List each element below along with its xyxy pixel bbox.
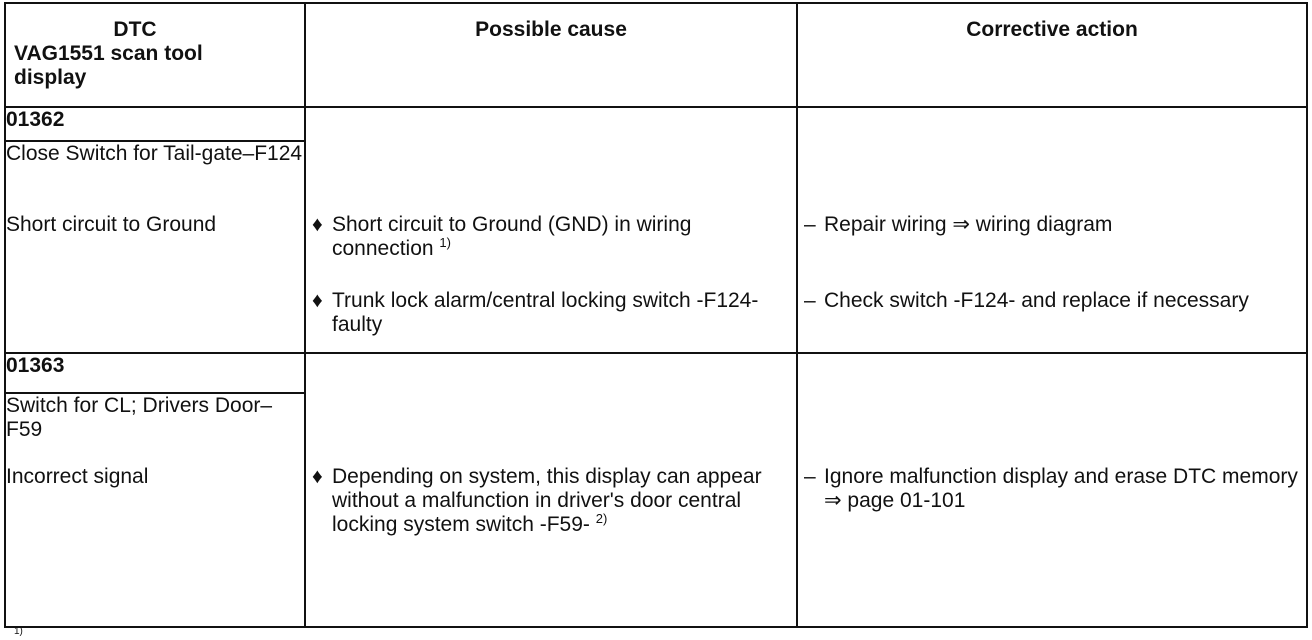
cause-text: Trunk lock alarm/central locking switch … <box>332 289 759 336</box>
cause-item: ♦ Short circuit to Ground (GND) in wirin… <box>306 213 796 261</box>
dash-icon: – <box>804 289 816 312</box>
cause-item: ♦ Trunk lock alarm/central locking switc… <box>306 289 796 337</box>
dtc-condition: Incorrect signal <box>4 465 306 628</box>
dash-icon: – <box>804 465 816 488</box>
footnote-ref: 2) <box>595 511 608 526</box>
action-cell-empty <box>796 352 1308 393</box>
cause-cell: ♦ Short circuit to Ground (GND) in wirin… <box>304 213 798 289</box>
table-header-row: DTC VAG1551 scan tool display Possible c… <box>4 2 1308 108</box>
bullet-icon: ♦ <box>312 213 323 236</box>
cause-item: ♦ Depending on system, this display can … <box>306 465 796 537</box>
action-cell: – Repair wiring ⇒ wiring diagram <box>796 213 1308 289</box>
bullet-icon: ♦ <box>312 289 323 312</box>
cause-text: Depending on system, this display can ap… <box>332 465 762 536</box>
header-dtc-line2: VAG1551 scan tool <box>14 42 203 65</box>
action-cell: – Check switch -F124- and replace if nec… <box>796 289 1308 354</box>
dtc-component: Switch for CL; Drivers Door–F59 <box>4 392 306 465</box>
cause-cell-spacer <box>304 141 798 213</box>
dtc-table: DTC VAG1551 scan tool display Possible c… <box>4 2 1308 628</box>
dtc-condition: Short circuit to Ground <box>4 213 306 354</box>
action-item: – Repair wiring ⇒ wiring diagram <box>798 213 1306 237</box>
cause-cell: ♦ Trunk lock alarm/central locking switc… <box>304 289 798 354</box>
header-dtc: DTC VAG1551 scan tool display <box>4 2 306 108</box>
header-possible-cause: Possible cause <box>304 2 798 108</box>
table-row: Close Switch for Tail-gate–F124 <box>4 140 1308 213</box>
header-corrective-action: Corrective action <box>796 2 1308 108</box>
action-item: – Ignore malfunction display and erase D… <box>798 465 1306 513</box>
action-cell: – Ignore malfunction display and erase D… <box>796 465 1308 628</box>
footnote-ref: 1) <box>439 235 451 250</box>
table-row: ♦ Trunk lock alarm/central locking switc… <box>5 289 1308 354</box>
cause-text: Short circuit to Ground (GND) in wiring … <box>332 213 692 260</box>
table-row: Incorrect signal ♦ Depending on system, … <box>4 465 1308 628</box>
bullet-icon: ♦ <box>312 465 323 488</box>
action-cell-spacer <box>796 393 1308 465</box>
action-item: – Check switch -F124- and replace if nec… <box>798 289 1306 313</box>
header-dtc-line3: display <box>14 66 87 89</box>
cause-cell-spacer <box>304 393 798 465</box>
cause-cell-empty <box>304 352 798 393</box>
action-text: Check switch -F124- and replace if neces… <box>824 289 1249 312</box>
dtc-code: 01362 <box>4 106 306 142</box>
dash-icon: – <box>804 213 816 236</box>
dtc-code: 01363 <box>4 352 306 394</box>
table-row: Switch for CL; Drivers Door–F59 <box>4 392 1308 465</box>
table-row: 01363 <box>4 352 1308 394</box>
cause-cell-empty <box>304 106 798 141</box>
action-text: Ignore malfunction display and erase DTC… <box>824 465 1298 512</box>
action-text: Repair wiring ⇒ wiring diagram <box>824 213 1113 236</box>
table-row: Short circuit to Ground ♦ Short circuit … <box>4 213 1308 354</box>
header-dtc-line1: DTC <box>113 18 157 41</box>
footnote-marker: 1) <box>14 626 23 637</box>
action-cell-empty <box>796 106 1308 141</box>
dtc-component: Close Switch for Tail-gate–F124 <box>4 140 306 213</box>
cause-cell: ♦ Depending on system, this display can … <box>304 465 798 628</box>
table-row: 01362 <box>4 106 1308 142</box>
action-cell-spacer <box>796 141 1308 213</box>
